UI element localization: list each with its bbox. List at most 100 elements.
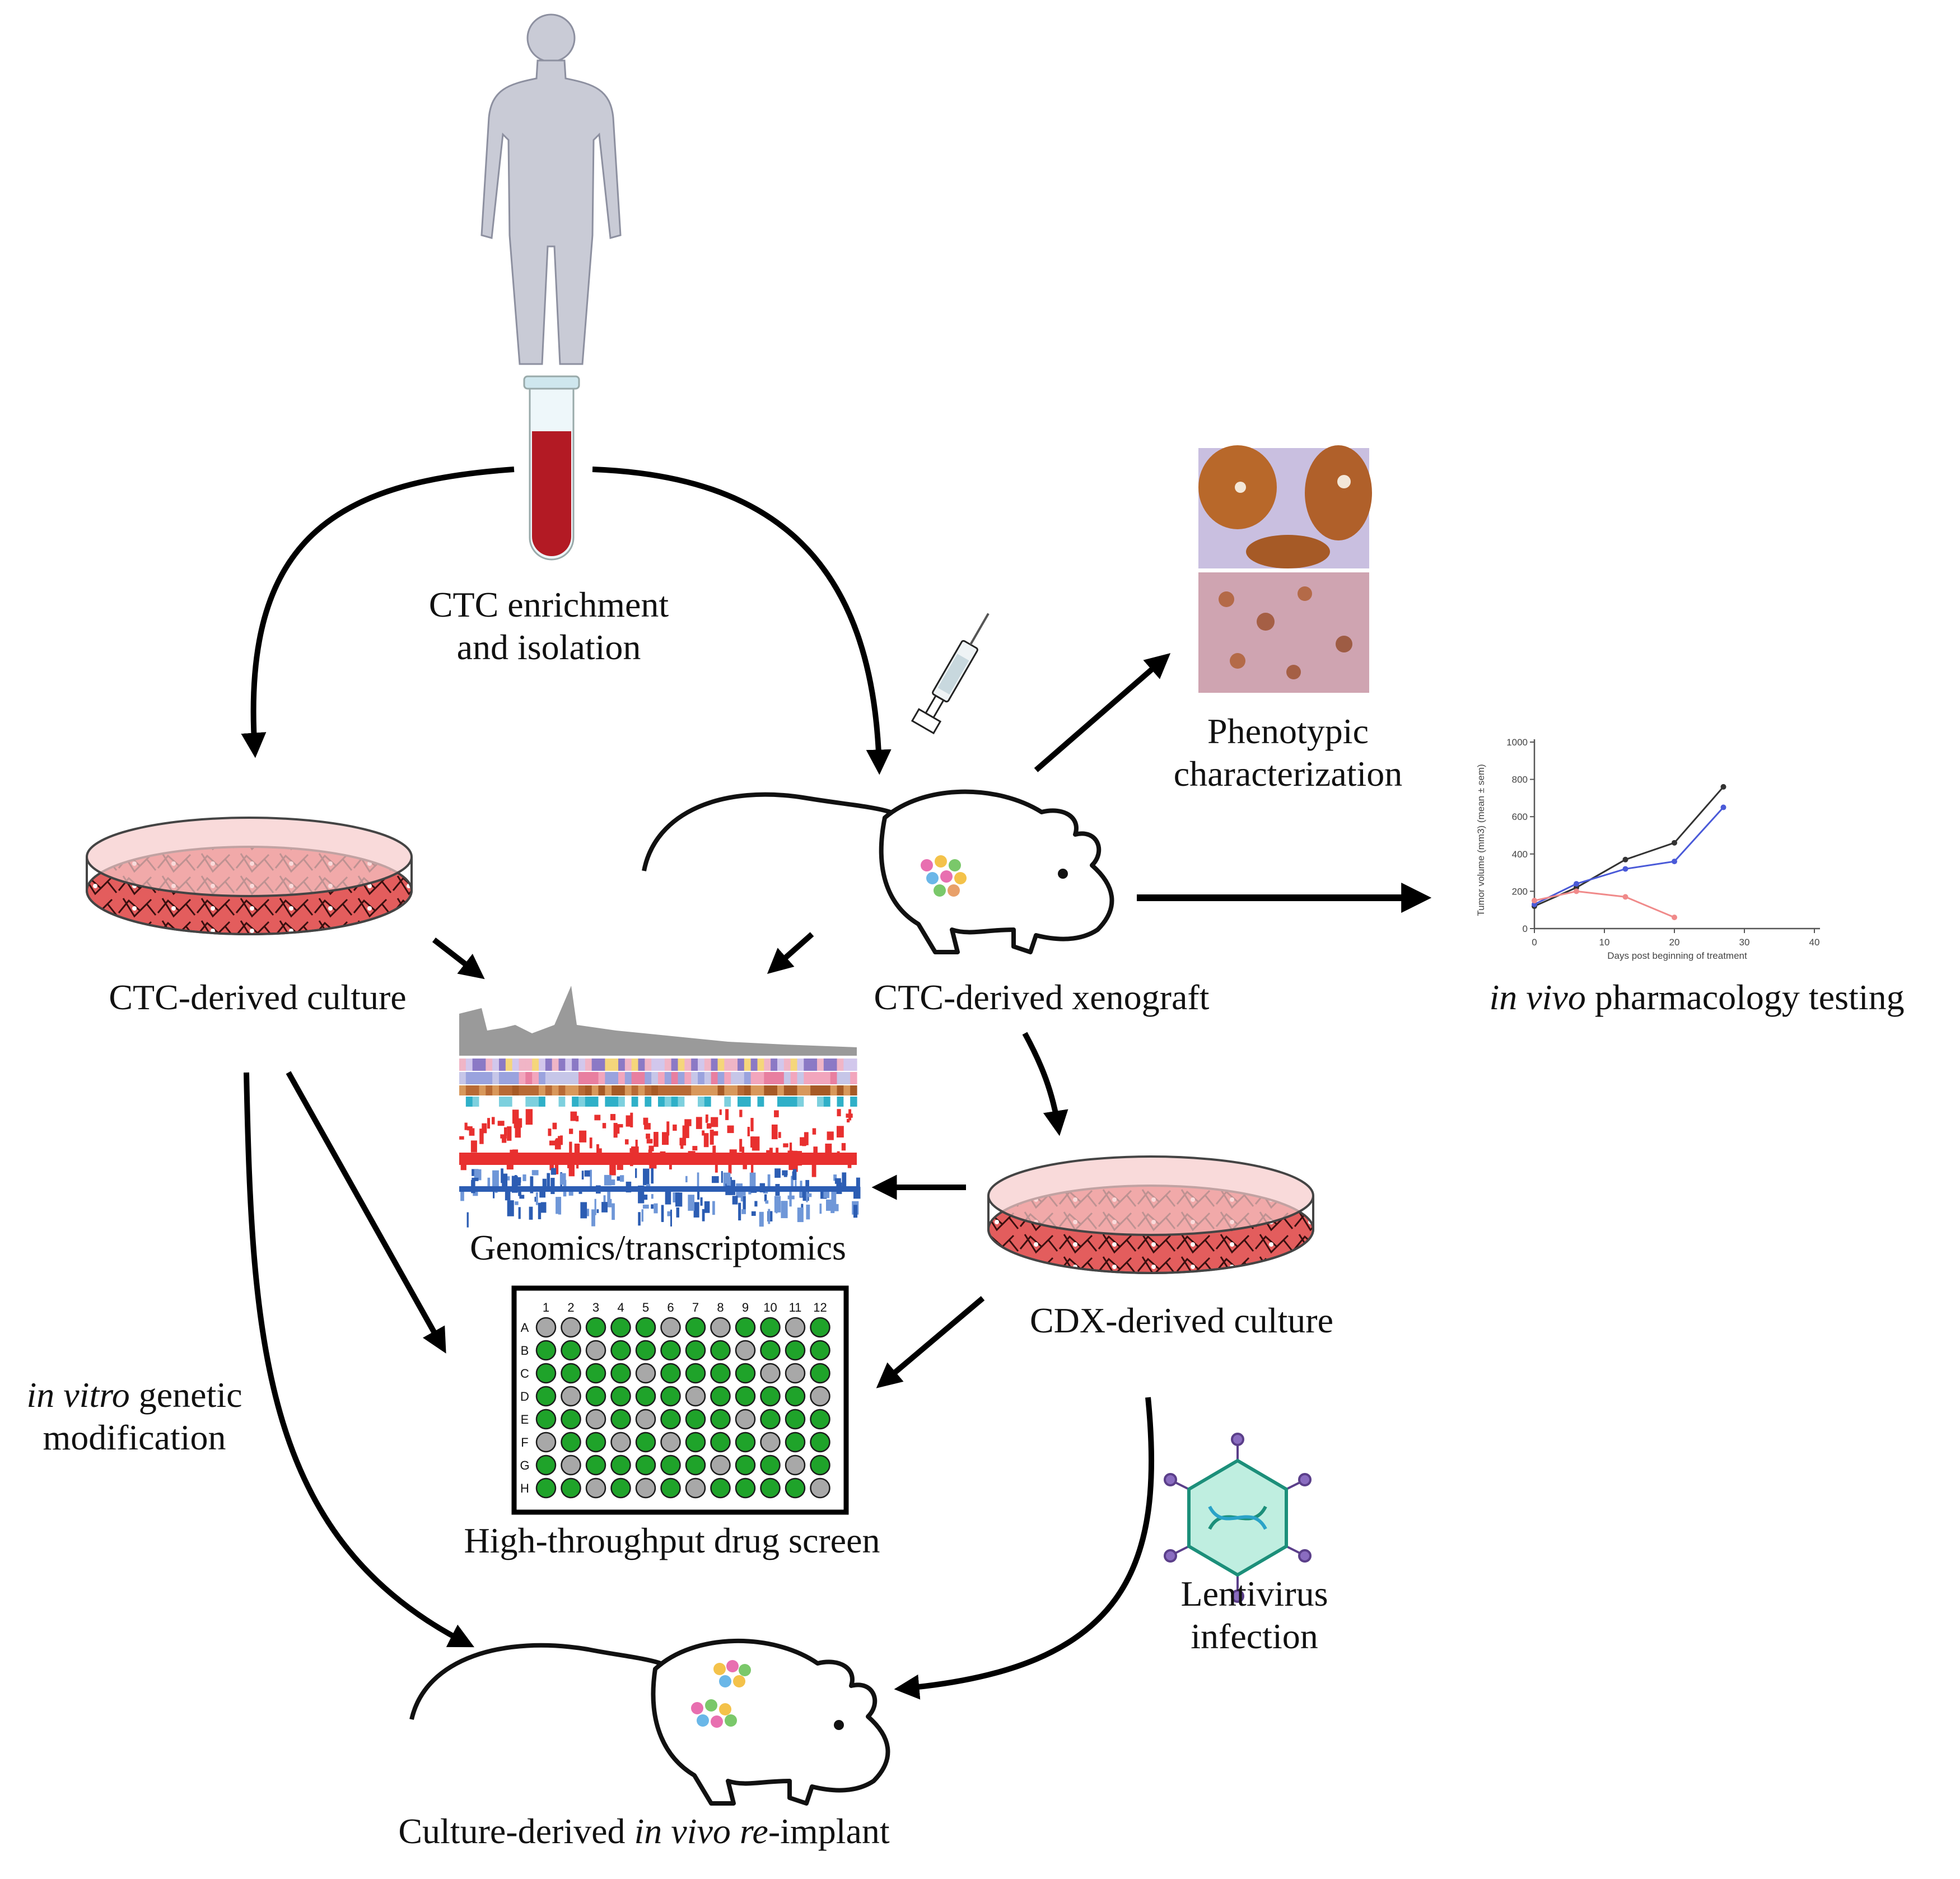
heatmap-cell bbox=[790, 1097, 798, 1107]
arrow-cdx-to-hts bbox=[876, 1296, 985, 1388]
heatmap-cell bbox=[572, 1059, 579, 1071]
heatmap-cell bbox=[726, 1179, 731, 1186]
heatmap-cell bbox=[830, 1059, 838, 1071]
heatmap-cell bbox=[750, 1072, 758, 1084]
heatmap-cell bbox=[788, 1164, 795, 1171]
heatmap-cell bbox=[514, 1175, 517, 1185]
heatmap-cell bbox=[618, 1072, 626, 1084]
plate-well bbox=[685, 1386, 706, 1407]
heatmap-cell bbox=[795, 1180, 797, 1189]
heatmap-cell bbox=[492, 1117, 495, 1125]
heatmap-cell bbox=[696, 1117, 702, 1129]
heatmap-cell bbox=[804, 1059, 811, 1071]
heatmap-cell bbox=[554, 1162, 559, 1174]
heatmap-cell bbox=[654, 1131, 659, 1147]
heatmap-cell bbox=[797, 1072, 804, 1084]
heatmap-cell bbox=[464, 1122, 468, 1130]
heatmap-cell bbox=[542, 1178, 547, 1187]
heatmap-cell bbox=[771, 1097, 778, 1107]
heatmap-cell bbox=[589, 1137, 592, 1149]
plate-well bbox=[735, 1409, 756, 1430]
heatmap-cell bbox=[466, 1212, 469, 1228]
heatmap-cell bbox=[738, 1097, 745, 1107]
phenotypic-line1: Phenotypic bbox=[1207, 711, 1369, 751]
heatmap-cell bbox=[505, 1072, 513, 1084]
chart-point bbox=[1720, 784, 1726, 790]
heatmap-cell bbox=[558, 1196, 562, 1215]
heatmap-cell bbox=[552, 1072, 559, 1084]
heatmap-cell bbox=[567, 1163, 572, 1168]
heatmap-cell bbox=[465, 1059, 473, 1071]
heatmap-cell bbox=[645, 1085, 652, 1095]
plate-well bbox=[685, 1454, 706, 1476]
plate-well bbox=[535, 1409, 557, 1430]
plate-well bbox=[610, 1386, 631, 1407]
heatmap-cell bbox=[783, 1059, 791, 1071]
chart-point bbox=[1672, 915, 1677, 921]
heatmap-cell bbox=[711, 1072, 718, 1084]
plate-well bbox=[660, 1432, 681, 1453]
heatmap-cell bbox=[691, 1072, 698, 1084]
chart-point bbox=[1720, 804, 1726, 810]
heatmap-cell bbox=[750, 1118, 754, 1131]
heatmap-cell bbox=[519, 1097, 526, 1107]
plate-well bbox=[810, 1432, 830, 1453]
heatmap-cell bbox=[539, 1097, 546, 1107]
plate-column-label: 12 bbox=[813, 1300, 827, 1314]
heatmap-cell bbox=[715, 1161, 718, 1173]
heatmap-cell bbox=[493, 1186, 495, 1199]
heatmap-cell bbox=[572, 1097, 579, 1107]
heatmap-cell bbox=[724, 1085, 731, 1095]
heatmap-cell bbox=[810, 1059, 818, 1071]
heatmap-cell bbox=[539, 1072, 546, 1084]
ctc-enrichment-line1: CTC enrichment bbox=[428, 585, 669, 624]
heatmap-cell bbox=[823, 1072, 831, 1084]
heatmap-cell bbox=[605, 1085, 612, 1095]
heatmap-cell bbox=[810, 1097, 818, 1107]
heatmap-cell bbox=[678, 1085, 685, 1095]
heatmap-cell bbox=[643, 1117, 648, 1125]
heatmap-cell bbox=[630, 1112, 633, 1127]
heatmap-cell bbox=[530, 1176, 534, 1193]
heatmap-cell bbox=[658, 1059, 665, 1071]
plate-well bbox=[561, 1454, 581, 1476]
heatmap-cell bbox=[472, 1085, 480, 1095]
heatmap-cell bbox=[556, 1197, 559, 1214]
plate-well bbox=[735, 1386, 756, 1407]
heatmap-cell bbox=[654, 1203, 658, 1214]
plate-well bbox=[810, 1386, 830, 1407]
plate-row-label: G bbox=[520, 1458, 529, 1472]
heatmap-cell bbox=[532, 1085, 539, 1095]
heatmap-cell bbox=[738, 1059, 745, 1071]
plate-well bbox=[535, 1432, 557, 1453]
chart-series-line-1 bbox=[1534, 806, 1724, 906]
ctc-culture-text: CTC-derived culture bbox=[109, 977, 407, 1017]
heatmap-cell bbox=[727, 1125, 734, 1134]
plate-well bbox=[735, 1477, 756, 1499]
plate-well bbox=[561, 1363, 581, 1384]
arrow-xenograft-to-cdx bbox=[1022, 1032, 1068, 1136]
heatmap-cell bbox=[486, 1097, 493, 1107]
heatmap-cell bbox=[711, 1097, 718, 1107]
heatmap-cell bbox=[585, 1097, 592, 1107]
hts-text: High-throughput drug screen bbox=[464, 1521, 880, 1560]
chart-y-tick-label: 1000 bbox=[1506, 737, 1528, 748]
heatmap-cell bbox=[850, 1072, 857, 1084]
heatmap-cell bbox=[783, 1097, 791, 1107]
heatmap-cell bbox=[684, 1097, 692, 1107]
heatmap-cell bbox=[472, 1072, 480, 1084]
heatmap-cell bbox=[671, 1085, 679, 1095]
heatmap-cell bbox=[612, 1203, 615, 1220]
heatmap-cell bbox=[664, 1072, 672, 1084]
plate-well bbox=[710, 1432, 731, 1453]
heatmap-cell bbox=[624, 1085, 632, 1095]
heatmap-cell bbox=[512, 1085, 520, 1095]
heatmap-cell bbox=[565, 1059, 572, 1071]
heatmap-cell bbox=[505, 1190, 511, 1201]
phenotypic-line2: characterization bbox=[1173, 754, 1403, 794]
heatmap-cell bbox=[764, 1059, 771, 1071]
plate-well bbox=[535, 1317, 557, 1338]
heatmap-cell bbox=[459, 1085, 466, 1095]
heatmap-cell bbox=[764, 1097, 771, 1107]
heatmap-cell bbox=[529, 1206, 533, 1220]
